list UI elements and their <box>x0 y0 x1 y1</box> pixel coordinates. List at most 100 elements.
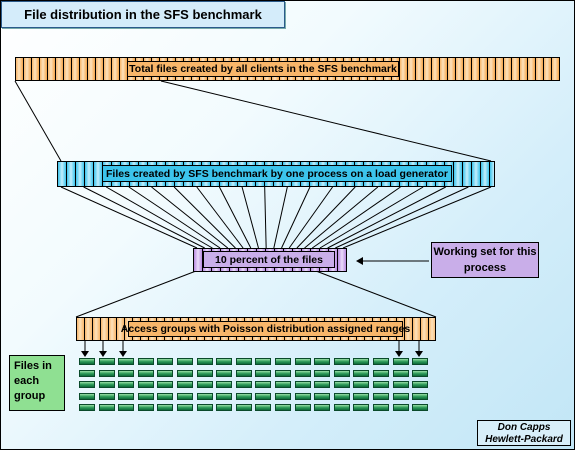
file-cell <box>177 404 193 411</box>
fan-line <box>106 186 213 249</box>
file-cell <box>392 404 409 411</box>
access-groups-label: Access groups with Poisson distribution … <box>120 321 411 337</box>
down-arrow-head <box>81 351 89 357</box>
process-files-label: Files created by SFS benchmark by one pr… <box>102 165 452 182</box>
fan-line <box>151 186 229 249</box>
file-cell <box>275 358 291 365</box>
file-cell <box>79 392 95 400</box>
connector-line <box>315 270 437 318</box>
file-cell <box>137 381 154 388</box>
file-cell <box>294 404 311 411</box>
file-cell <box>412 358 429 365</box>
fan-line <box>319 186 424 249</box>
file-cell <box>216 392 233 400</box>
file-cell <box>216 358 233 365</box>
file-cell <box>216 404 233 411</box>
fan-line <box>327 186 446 249</box>
file-cell <box>314 404 331 411</box>
file-cell <box>79 358 95 365</box>
file-cell <box>314 381 331 388</box>
file-cell <box>294 369 311 377</box>
file-cell <box>392 358 409 365</box>
file-cell <box>79 404 95 411</box>
fan-line <box>296 186 356 249</box>
file-cell <box>255 358 272 365</box>
down-arrow-head <box>395 351 403 357</box>
fan-line <box>218 186 252 249</box>
file-cell <box>118 358 135 365</box>
file-cell <box>157 381 174 388</box>
file-cell <box>196 381 213 388</box>
file-cell <box>98 358 115 365</box>
file-cell <box>196 369 213 377</box>
total-files-label: Total files created by all clients in th… <box>127 61 399 77</box>
fan-line <box>281 186 311 249</box>
file-cell <box>294 381 311 388</box>
file-cell <box>157 358 174 365</box>
fan-line <box>273 186 288 249</box>
file-cell <box>353 381 370 388</box>
file-cell <box>235 369 252 377</box>
file-cell <box>294 358 311 365</box>
down-arrow-head <box>415 351 423 357</box>
file-cell <box>157 404 174 411</box>
file-cell <box>373 381 389 388</box>
file-cell <box>314 392 331 400</box>
file-cell <box>353 404 370 411</box>
file-cell <box>255 369 272 377</box>
file-cell <box>255 392 272 400</box>
fan-line <box>304 186 379 249</box>
file-cell <box>98 381 115 388</box>
connector-line <box>14 80 62 162</box>
file-cell <box>118 404 135 411</box>
file-cell <box>275 369 291 377</box>
fan-line <box>60 186 198 249</box>
down-arrow-head <box>99 351 107 357</box>
file-cell <box>373 392 389 400</box>
file-cell <box>275 392 291 400</box>
file-cell <box>216 369 233 377</box>
file-cell <box>118 381 135 388</box>
fan-line <box>128 186 221 249</box>
file-cell <box>255 404 272 411</box>
file-cell <box>392 369 409 377</box>
file-cell <box>118 392 135 400</box>
file-cell <box>412 404 429 411</box>
file-cell <box>98 404 115 411</box>
file-cell <box>373 404 389 411</box>
files-group-line-1: Files in <box>14 360 52 372</box>
connector-line <box>75 270 197 318</box>
fan-line <box>241 186 259 249</box>
file-cell <box>98 392 115 400</box>
fan-line <box>264 186 267 249</box>
file-cell <box>275 381 291 388</box>
file-cell <box>177 369 193 377</box>
file-cell <box>216 381 233 388</box>
working-set-label: Working set for this process <box>433 246 537 274</box>
file-cell <box>177 392 193 400</box>
file-cell <box>373 369 389 377</box>
down-arrows <box>81 341 423 357</box>
file-cell <box>79 369 95 377</box>
down-arrow-head <box>119 351 127 357</box>
file-cell <box>137 392 154 400</box>
file-cell <box>157 392 174 400</box>
file-cell <box>333 404 350 411</box>
file-cell <box>137 358 154 365</box>
file-cell <box>392 381 409 388</box>
file-cell <box>412 369 429 377</box>
file-cell <box>353 369 370 377</box>
file-cell <box>333 392 350 400</box>
diagram-title: File distribution in the SFS benchmark <box>1 1 285 28</box>
file-cell <box>353 358 370 365</box>
working-set-box: Working set for this process <box>431 242 539 278</box>
fan-line <box>196 186 244 249</box>
file-cell <box>275 404 291 411</box>
file-cell <box>235 381 252 388</box>
percent-files-label: 10 percent of the files <box>203 251 335 268</box>
file-cell <box>294 392 311 400</box>
file-cell <box>196 358 213 365</box>
fan-line <box>83 186 205 249</box>
